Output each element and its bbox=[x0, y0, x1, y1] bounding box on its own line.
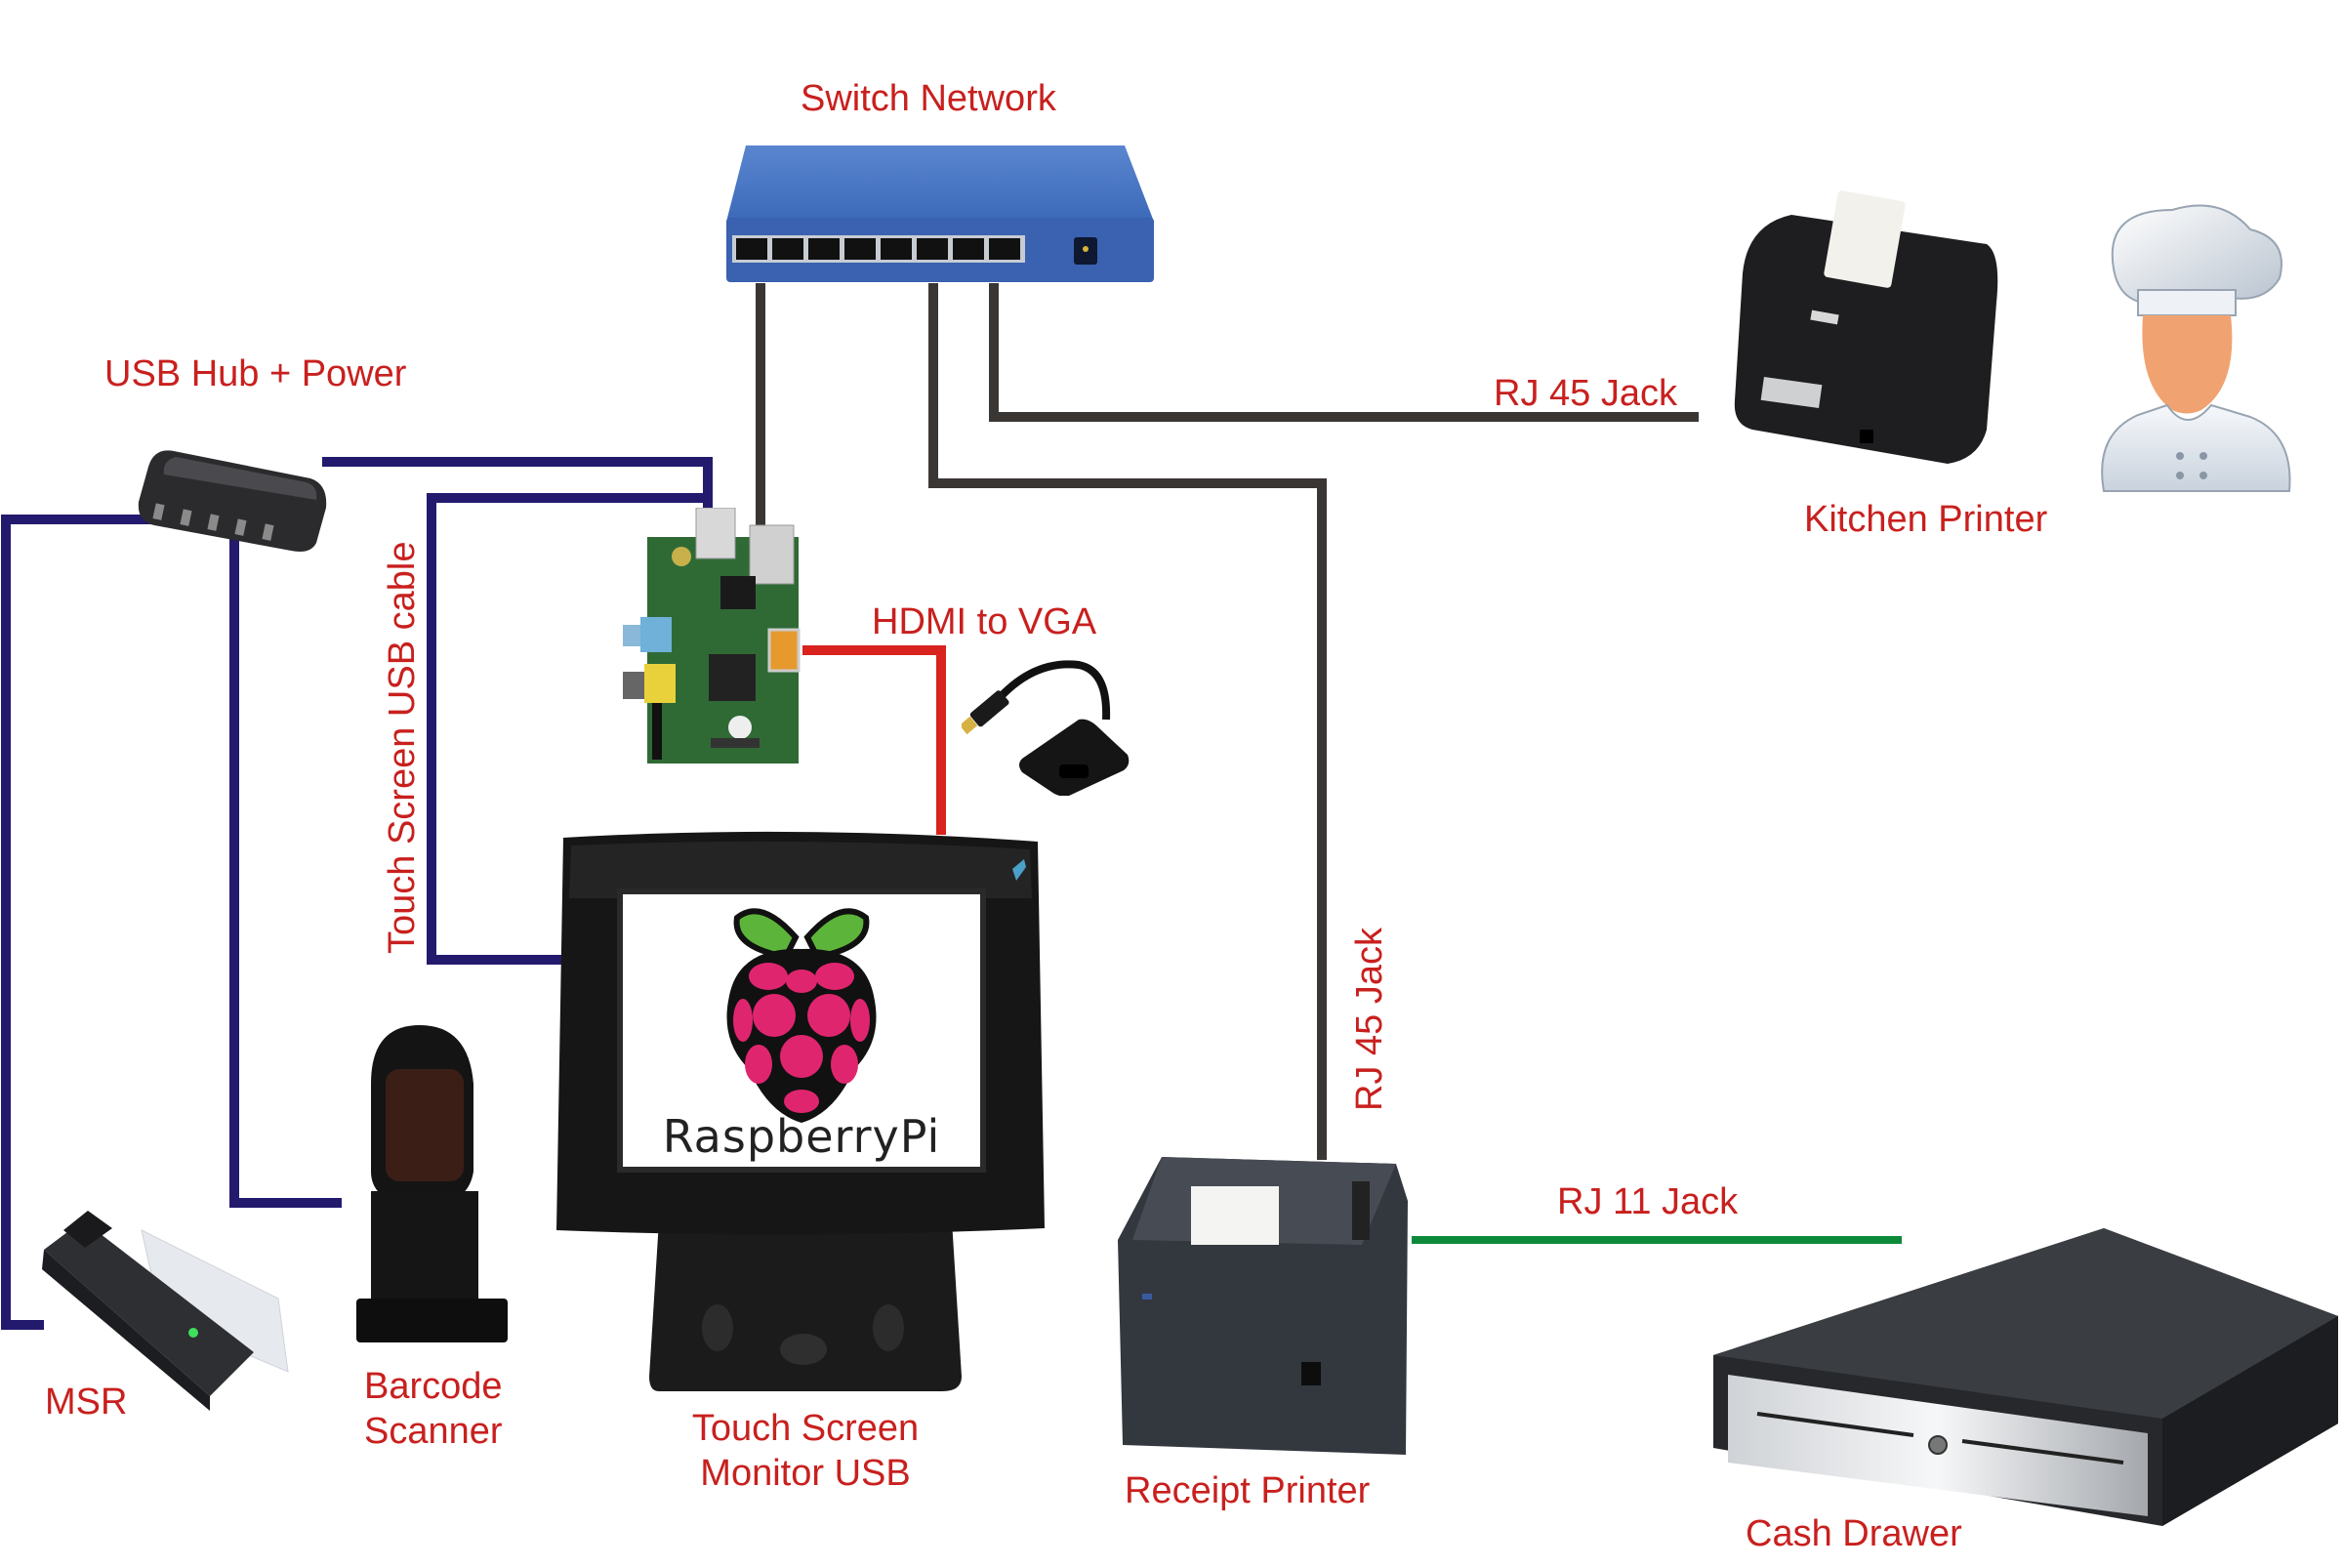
label-barcode-line1: Barcode bbox=[364, 1366, 503, 1407]
barcode-scanner[interactable] bbox=[332, 1025, 527, 1347]
label-rj45-receipt: RJ 45 Jack bbox=[1349, 928, 1390, 1111]
label-hdmi-to-vga: HDMI to VGA bbox=[872, 601, 1097, 642]
card-reader-icon bbox=[42, 1211, 289, 1411]
usb-hub-icon bbox=[138, 450, 327, 552]
barcode-scanner-icon bbox=[356, 1025, 508, 1342]
label-kitchen-printer: Kitchen Printer bbox=[1804, 499, 2048, 540]
label-barcode-scanner: Barcode Scanner bbox=[364, 1364, 503, 1454]
cash-drawer-icon bbox=[1713, 1228, 2338, 1526]
network-switch[interactable] bbox=[724, 144, 1159, 285]
receipt-printer-icon bbox=[1118, 1157, 1408, 1455]
usb-cable-hub-to-scanner bbox=[229, 527, 342, 1208]
label-touch-monitor: Touch Screen Monitor USB bbox=[683, 1406, 927, 1496]
label-msr: MSR bbox=[45, 1382, 128, 1423]
raspberry-pi-board-icon bbox=[623, 508, 801, 763]
touch-monitor[interactable]: RaspberryPi bbox=[552, 830, 1049, 1391]
ethernet-cable-switch-to-receipt-printer bbox=[928, 283, 1327, 1160]
label-monitor-line2: Monitor USB bbox=[700, 1453, 911, 1494]
label-switch-network: Switch Network bbox=[801, 78, 1056, 119]
label-touch-screen-usb-cable: Touch Screen USB cable bbox=[382, 541, 423, 954]
usb-cable-hub-to-pi bbox=[322, 457, 713, 527]
label-receipt-printer: Receipt Printer bbox=[1125, 1470, 1371, 1511]
chef-avatar bbox=[2094, 200, 2299, 493]
screen-logo-text: RaspberryPi bbox=[663, 1110, 941, 1163]
network-switch-icon bbox=[726, 145, 1154, 282]
chef-icon bbox=[2101, 204, 2291, 492]
label-rj45-kitchen: RJ 45 Jack bbox=[1494, 373, 1677, 414]
cash-drawer[interactable] bbox=[1704, 1228, 2338, 1526]
label-barcode-line2: Scanner bbox=[364, 1411, 503, 1452]
raspberry-pi-board[interactable] bbox=[623, 508, 808, 763]
usb-hub[interactable] bbox=[135, 449, 330, 557]
label-cash-drawer: Cash Drawer bbox=[1746, 1513, 1962, 1554]
touch-monitor-icon: RaspberryPi bbox=[556, 831, 1045, 1391]
magnetic-stripe-reader[interactable] bbox=[34, 1201, 298, 1411]
label-monitor-line1: Touch Screen bbox=[691, 1408, 920, 1449]
usb-cable-pi-to-monitor bbox=[427, 493, 708, 965]
usb-cable-hub-to-msr bbox=[1, 515, 200, 1330]
ethernet-cable-switch-to-kitchen-printer bbox=[989, 283, 1699, 422]
label-rj11: RJ 11 Jack bbox=[1557, 1181, 1739, 1222]
kitchen-printer[interactable] bbox=[1723, 186, 2016, 478]
label-usb-hub: USB Hub + Power bbox=[104, 353, 407, 394]
hdmi-vga-adapter[interactable] bbox=[962, 649, 1137, 796]
hdmi-cable-pi-to-monitor bbox=[802, 645, 946, 835]
kitchen-printer-icon bbox=[1734, 190, 1998, 464]
receipt-printer[interactable] bbox=[1103, 1152, 1440, 1465]
hdmi-vga-adapter-icon bbox=[962, 660, 1130, 796]
raspberry-pi-logo-icon bbox=[726, 908, 877, 1123]
